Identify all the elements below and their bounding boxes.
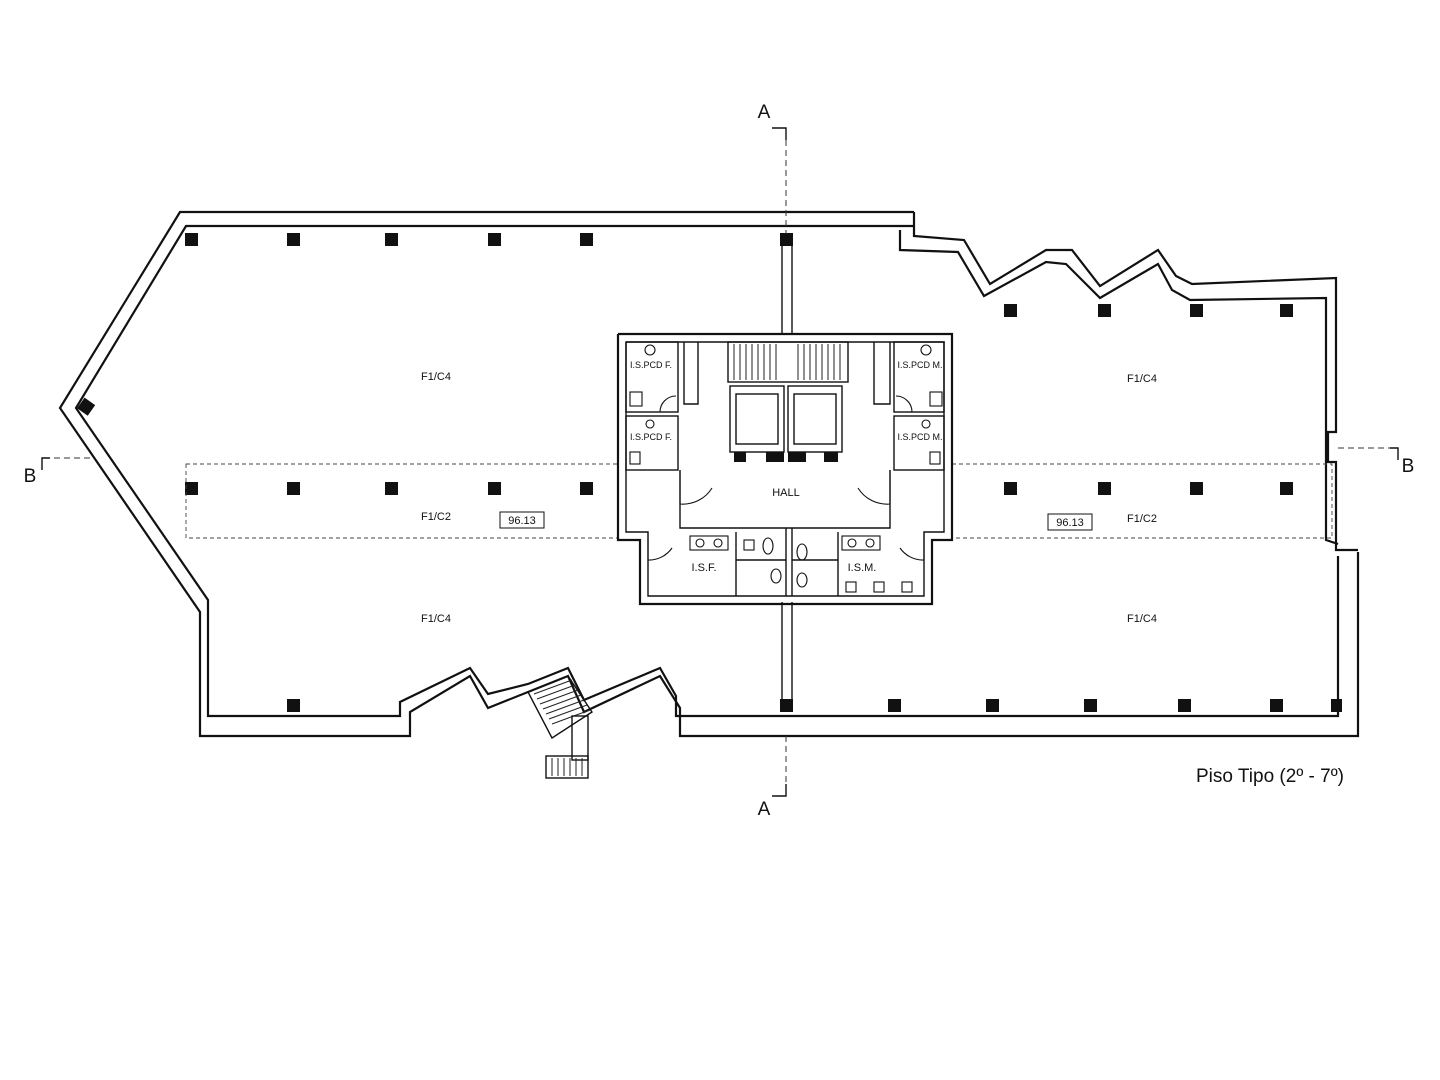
- core-stair: [727, 341, 849, 383]
- room-label-is-pcd-m-upper: I.S.PCD M.: [897, 360, 942, 370]
- zone-label-west-north: F1/C4: [421, 371, 451, 383]
- section-cut-lines: [41, 127, 1399, 797]
- room-label-is-pcd-f-upper: I.S.PCD F.: [630, 360, 672, 370]
- zone-label-east-middle: F1/C2: [1127, 513, 1157, 525]
- level-tag-east-box: [1047, 513, 1093, 531]
- section-cut-b-left: B: [24, 466, 37, 487]
- room-label-is-pcd-f-lower: I.S.PCD F.: [630, 432, 672, 442]
- room-label-isf: I.S.F.: [691, 562, 716, 574]
- core-spine-walls: [781, 246, 793, 700]
- zone-label-east-south: F1/C4: [1127, 613, 1157, 625]
- exterior-wall: [58, 210, 1360, 738]
- section-cut-b-right: B: [1402, 456, 1415, 477]
- drawing-title: Piso Tipo (2º - 7º): [1196, 766, 1344, 787]
- room-label-ism: I.S.M.: [848, 562, 877, 574]
- elevators: [729, 385, 843, 462]
- room-label-hall: HALL: [772, 487, 800, 499]
- level-tag-east: 96.13: [1056, 517, 1084, 529]
- service-core: [616, 332, 954, 606]
- corridor-band: [185, 463, 1333, 539]
- zone-label-west-middle: F1/C2: [421, 511, 451, 523]
- level-tag-west: 96.13: [508, 515, 536, 527]
- room-label-is-pcd-m-lower: I.S.PCD M.: [897, 432, 942, 442]
- section-cut-a-bottom: A: [758, 799, 771, 820]
- exterior-stair: [527, 675, 593, 779]
- level-tag-west-box: [499, 511, 545, 529]
- zone-label-east-north: F1/C4: [1127, 373, 1157, 385]
- zone-label-west-south: F1/C4: [421, 613, 451, 625]
- section-cut-a-top: A: [758, 102, 771, 123]
- structural-columns: [77, 233, 1342, 712]
